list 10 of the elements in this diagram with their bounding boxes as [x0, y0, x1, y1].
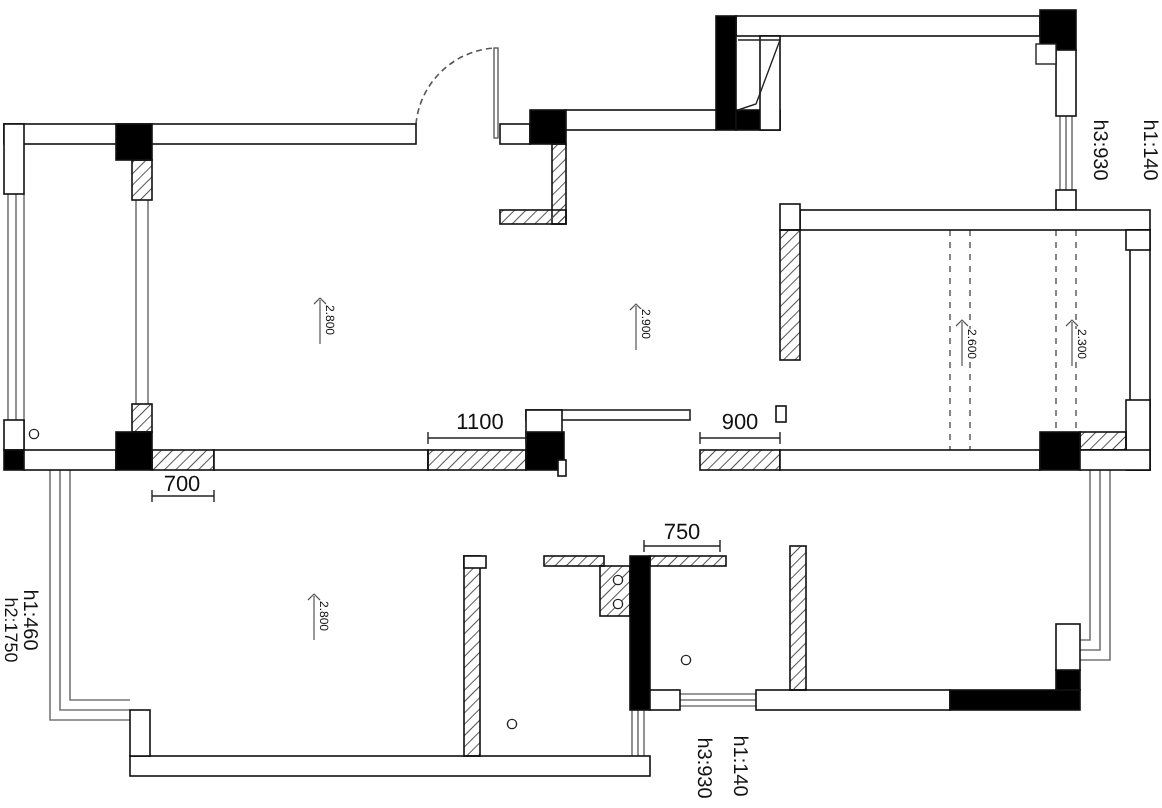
- height-note: h1:460: [18, 589, 38, 651]
- dimension-value: 1100: [456, 413, 504, 435]
- height-note: h3:930: [692, 737, 712, 799]
- height-note: h2:1750: [1, 597, 19, 663]
- dimension-value: 750: [663, 523, 701, 545]
- height-note: h1:140: [728, 735, 748, 797]
- dimension-value: 900: [721, 413, 759, 435]
- dimension-value: 700: [163, 475, 201, 497]
- height-note: h1:140: [1138, 119, 1158, 181]
- height-note: h3:930: [1088, 119, 1108, 181]
